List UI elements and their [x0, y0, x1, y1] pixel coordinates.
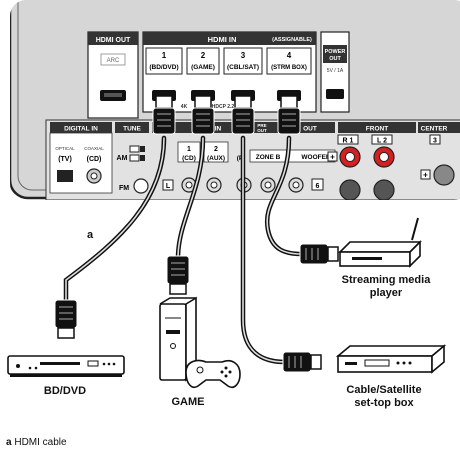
streaming-label-line2: player [369, 286, 403, 299]
bd-dvd-hdmi-plug [54, 299, 78, 339]
cable-marker: a [87, 229, 94, 241]
power-out-section: POWER OUT 5V / 1A [320, 31, 350, 113]
hdmi-plug [277, 95, 301, 135]
hdmi-plug [231, 95, 255, 135]
hdcp-mark: HDCP 2.2 [212, 104, 235, 110]
bd-dvd-player-icon [7, 355, 125, 377]
woofer-label: WOOFER [301, 154, 331, 161]
audio-in-2-num: 2 [214, 146, 218, 153]
am-label: AM [117, 155, 128, 162]
digital-in-title: DIGITAL IN [64, 126, 98, 133]
power-out-title-1: POWER [325, 49, 346, 55]
hdmi-in-title: HDMI IN [208, 35, 237, 44]
audio-in-1-name: (CD) [182, 155, 196, 162]
l-channel-mark: L [166, 183, 171, 190]
audio-in-3-name: (P [237, 155, 244, 162]
hdmi-in-3-num: 3 [241, 51, 246, 60]
streaming-hdmi-plug [299, 243, 339, 265]
power-out-rating: 5V / 1A [327, 68, 344, 74]
zone-b-label: ZONE B [256, 154, 281, 161]
speaker-terminal [433, 164, 455, 186]
cable-satellite-box-icon [335, 344, 447, 374]
streaming-player-icon [338, 217, 422, 268]
legend-caption: a HDMI cable [6, 437, 67, 448]
hdmi-in-2-num: 2 [201, 51, 206, 60]
hdmi-in-4-num: 4 [287, 51, 292, 60]
front-title: FRONT [366, 126, 388, 133]
streaming-label-line1: Streaming media [341, 274, 431, 286]
center-num3-label: 3 [433, 138, 437, 145]
audio-in-title: IN [215, 126, 222, 133]
hdmi-in-subtitle: (ASSIGNABLE) [272, 37, 312, 43]
legend-text: HDMI cable [14, 437, 67, 448]
coaxial-label: COAXIAL [84, 146, 104, 151]
tuner-section: TUNE AM FM [115, 122, 149, 194]
game-hdmi-plug [166, 255, 190, 295]
power-out-title-2: OUT [329, 56, 341, 62]
preout-out-title: OUT [303, 126, 317, 133]
bd-dvd-label: BD/DVD [43, 385, 87, 397]
front-l2-label: L 2 [377, 138, 387, 145]
coaxial-cd-label: (CD) [87, 156, 102, 163]
cable-box-hdmi-plug [282, 351, 322, 373]
num-6-label: 6 [316, 183, 320, 190]
hdmi-plug [191, 95, 215, 135]
optical-port [57, 170, 73, 182]
front-r1-label: R 1 [343, 138, 354, 145]
cable-box-label-line2: set-top box [354, 396, 414, 409]
center-title: CENTER [421, 126, 448, 133]
hdmi-in-3-name: (CBL/SAT) [227, 64, 259, 71]
game-console-icon [159, 296, 241, 389]
hdmi-cables [63, 135, 305, 365]
speaker-terminal-black [339, 179, 361, 200]
legend-key: a [6, 437, 12, 448]
hdmi-out-title: HDMI OUT [96, 37, 131, 44]
fm-label: FM [119, 185, 129, 192]
speaker-terminal-black [373, 179, 395, 200]
audio-in-2-name: (AUX) [207, 155, 225, 162]
front-plus-mark: + [330, 153, 335, 162]
audio-in-1-num: 1 [187, 146, 191, 153]
hdmi-in-4-name: (STRM BOX) [271, 65, 307, 71]
hdmi-out-section: HDMI OUT ARC [87, 31, 139, 119]
hdmi-plug [152, 95, 176, 135]
preout-label-1: PRE [257, 123, 266, 128]
4k-mark: 4K [181, 104, 188, 110]
game-label: GAME [171, 396, 205, 408]
panel-hdmi-plugs [152, 95, 301, 135]
tuner-title: TUNE [123, 126, 141, 133]
optical-label: OPTICAL [55, 146, 75, 151]
fm-port [133, 178, 149, 194]
streaming-label: Streaming media player [330, 274, 442, 299]
arc-label: ARC [107, 58, 120, 64]
center-speaker-section: CENTER 3 + [418, 122, 460, 186]
hdmi-in-1-name: (BD/DVD) [149, 64, 178, 71]
hdmi-in-1-num: 1 [162, 51, 167, 60]
digital-in-section: DIGITAL IN OPTICAL (TV) COAXIAL (CD) [49, 122, 113, 194]
center-plus-mark: + [423, 171, 428, 180]
hdmi-in-2-name: (GAME) [191, 64, 215, 71]
usb-port [326, 89, 344, 99]
preout-label-2: OUT [257, 128, 267, 133]
cable-box-label-line1: Cable/Satellite [346, 384, 422, 396]
optical-tv-label: (TV) [58, 156, 72, 163]
front-speaker-section: FRONT R 1 L 2 + [327, 122, 416, 200]
cable-box-label: Cable/Satellite set-top box [325, 384, 443, 409]
